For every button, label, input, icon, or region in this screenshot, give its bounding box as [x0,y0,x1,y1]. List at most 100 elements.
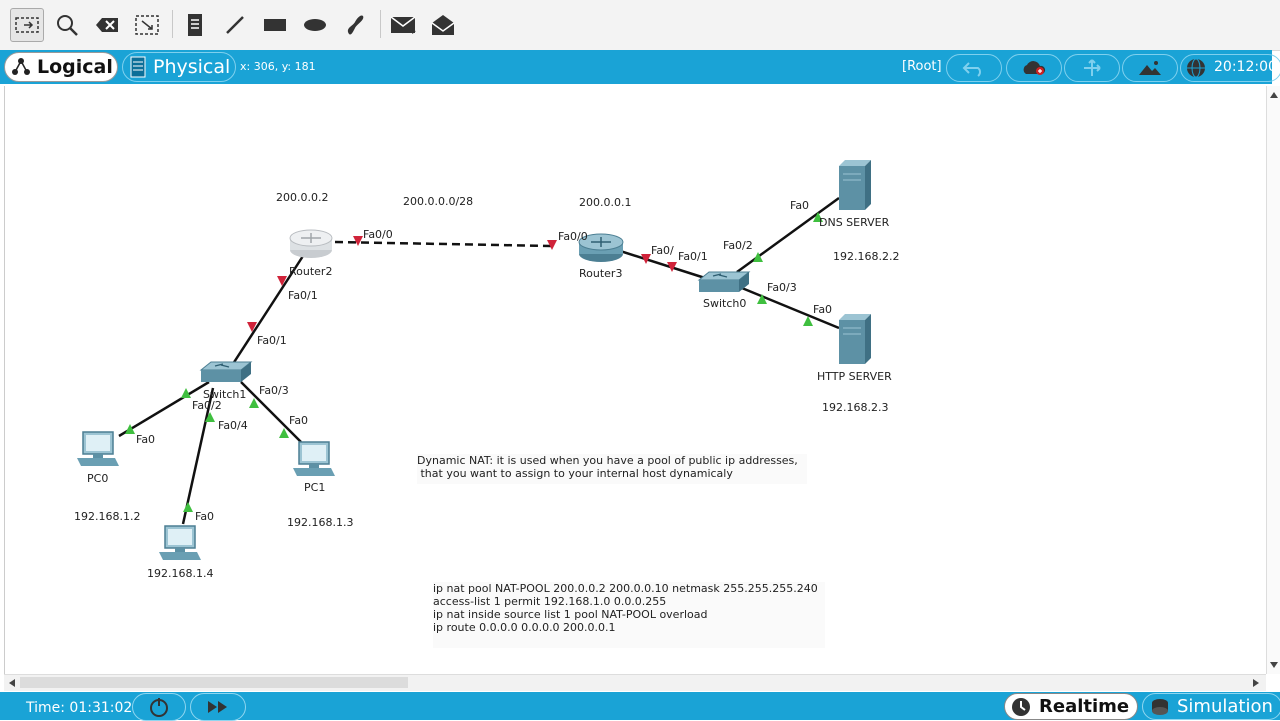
port-label: Fa0 [195,510,215,523]
status-bar: Time: 01:31:02 Realtime Simulation [0,692,1280,721]
scroll-down-icon[interactable] [1267,658,1280,672]
move-object-icon[interactable] [1064,54,1120,82]
link-up-marker [249,398,259,408]
switch1-icon[interactable] [199,361,253,382]
logical-workspace[interactable]: 200.0.0.2 200.0.0.0/28 200.0.0.1 192.168… [4,86,1267,674]
router2-icon[interactable] [289,229,333,258]
physical-label: Physical [153,56,231,78]
router3-icon[interactable] [578,233,624,262]
pdu-icon[interactable]: + [386,8,420,42]
resize-icon[interactable] [130,8,164,42]
link-up-marker [183,502,193,512]
port-label: Fa0 [813,303,833,316]
vertical-scrollbar[interactable] [1266,86,1280,674]
ellipse-icon[interactable] [298,8,332,42]
clock-label: 20:12:00 [1214,59,1277,75]
physical-tab[interactable]: Physical [122,52,236,82]
fast-forward-icon[interactable] [190,693,246,721]
simulation-mode-button[interactable]: Simulation [1142,693,1280,720]
physical-icon [129,56,147,78]
port-label: Fa0/2 [192,399,222,412]
link-switch0-dns[interactable] [736,196,840,274]
nat-config-note[interactable]: ip nat pool NAT-POOL 200.0.0.2 200.0.0.1… [433,582,825,648]
power-cycle-icon[interactable] [132,693,186,721]
logical-tab[interactable]: Logical [4,52,118,82]
svg-text:+: + [409,27,417,36]
rectangle-icon[interactable] [258,8,292,42]
switch0-icon[interactable] [697,271,751,292]
globe-icon [1185,57,1207,79]
link-switch1-pc1[interactable] [240,381,302,443]
port-label: Fa0/ [651,244,674,257]
link-down-marker [667,262,677,272]
port-label: Fa0 [136,433,156,446]
ip-label: 192.168.1.2 [74,510,141,523]
link-switch1-pc0[interactable] [118,380,210,438]
port-label: Fa0 [289,414,309,427]
port-label: Fa0/0 [363,228,393,241]
link-up-marker [279,428,289,438]
pc0-label: PC0 [87,472,109,485]
select-icon[interactable] [10,8,44,42]
realtime-clock-icon [1011,697,1031,717]
root-breadcrumb[interactable]: [Root] [902,59,942,74]
freeform-icon[interactable] [338,8,372,42]
cursor-coordinates: x: 306, y: 181 [240,60,316,73]
link-up-marker [803,316,813,326]
link-up-marker [181,388,191,398]
port-label: Fa0/3 [767,281,797,294]
new-cluster-icon[interactable] [1006,54,1062,82]
link-router2-switch1[interactable] [227,255,305,371]
router3-label: Router3 [579,267,623,280]
link-down-marker [353,236,363,246]
main-toolbar: + [0,0,1280,51]
http-server-icon[interactable] [839,314,871,364]
pc1-label: PC1 [304,481,326,494]
link-down-marker [547,240,557,250]
link-down-marker [641,254,651,264]
scroll-right-icon[interactable] [1250,676,1262,690]
link-up-marker [125,424,135,434]
horizontal-scroll-thumb[interactable] [20,677,408,688]
back-icon[interactable] [946,54,1002,82]
topology-links [77,160,871,560]
realtime-label: Realtime [1039,696,1130,717]
viewport-clock[interactable] [1180,54,1280,82]
router2-label: Router2 [289,265,333,278]
link-router3-switch0[interactable] [616,248,706,280]
line-icon[interactable] [218,8,252,42]
link-switch1-pc2[interactable] [181,387,215,525]
note-icon[interactable] [178,8,212,42]
pc0-icon[interactable] [77,431,119,466]
realtime-mode-button[interactable]: Realtime [1004,693,1138,720]
ip-label: 192.168.2.2 [833,250,900,263]
ip-label: 192.168.1.3 [287,516,354,529]
link-up-marker [205,412,215,422]
pc2-icon[interactable] [159,525,201,560]
simulation-label: Simulation [1177,696,1273,717]
dynamic-nat-note[interactable]: Dynamic NAT: it is used when you have a … [417,454,807,484]
port-label: Fa0/0 [558,230,588,243]
link-router2-router3[interactable] [334,240,554,248]
scroll-left-icon[interactable] [6,676,18,690]
link-down-marker [277,276,287,286]
link-switch0-http[interactable] [736,284,840,330]
ip-label: 192.168.2.3 [822,401,889,414]
delete-icon[interactable] [90,8,124,42]
dns-server-icon[interactable] [839,160,871,210]
inspect-icon[interactable] [50,8,84,42]
port-label: Fa0/3 [259,384,289,397]
set-background-icon[interactable] [1122,54,1178,82]
simulation-time: Time: 01:31:02 [26,700,133,716]
horizontal-scrollbar[interactable] [4,674,1266,691]
port-label: Fa0/1 [288,289,318,302]
complex-pdu-icon[interactable] [426,8,460,42]
switch1-label: Switch1 [203,388,247,401]
scroll-up-icon[interactable] [1267,88,1280,102]
pc1-icon[interactable] [293,441,335,476]
link-down-marker [247,322,257,332]
port-label: Fa0/1 [257,334,287,347]
ip-label: 200.0.0.2 [276,191,329,204]
port-label: Fa0/4 [218,419,248,432]
ip-label: 200.0.0.1 [579,196,632,209]
